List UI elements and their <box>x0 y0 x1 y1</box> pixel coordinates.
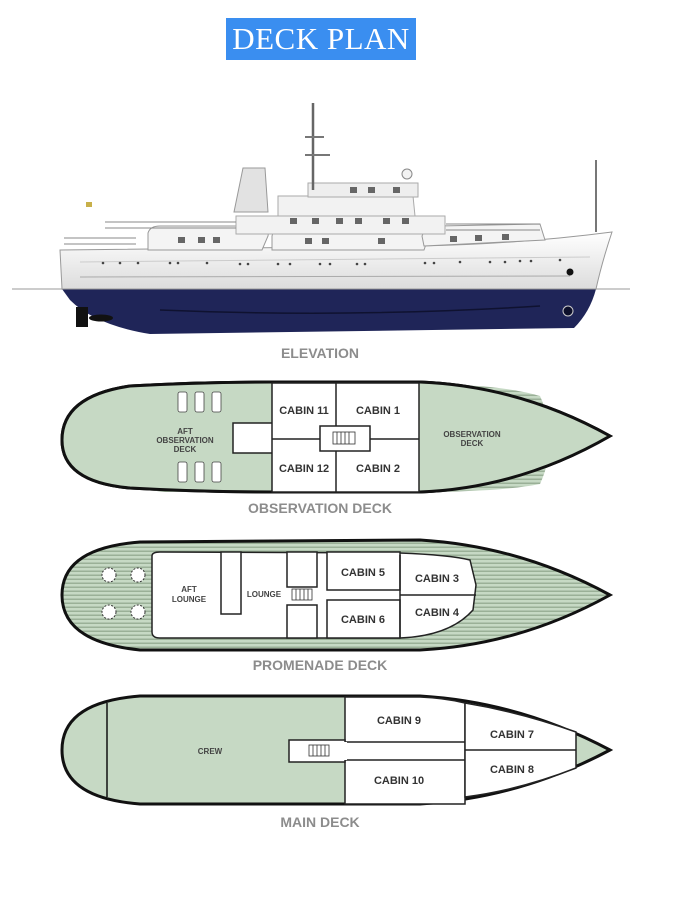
cabin-10: CABIN 10 <box>374 775 424 787</box>
observation-deck-caption: OBSERVATION DECK <box>248 500 392 516</box>
promenade-deck-caption: PROMENADE DECK <box>253 657 388 673</box>
promenade-deck-plan: AFT LOUNGE LOUNGE CABIN 5 CABIN 3 CABIN … <box>60 538 614 673</box>
ship-elevation: ELEVATION <box>12 103 630 361</box>
aft-observation-label-3: DECK <box>174 445 197 454</box>
cabin-5: CABIN 5 <box>341 567 385 579</box>
observation-deck-plan: AFT OBSERVATION DECK OBSERVATION DECK CA… <box>60 380 614 516</box>
cabin-1: CABIN 1 <box>356 405 400 417</box>
cabin-8: CABIN 8 <box>490 764 534 776</box>
lounge-label: LOUNGE <box>247 590 282 599</box>
main-deck-caption: MAIN DECK <box>280 814 359 830</box>
crew-label: CREW <box>198 747 223 756</box>
aft-observation-label-2: OBSERVATION <box>156 436 214 445</box>
cabin-7: CABIN 7 <box>490 729 534 741</box>
cabin-4: CABIN 4 <box>415 607 460 619</box>
cabin-11: CABIN 11 <box>279 405 329 417</box>
aft-observation-label-1: AFT <box>177 427 193 436</box>
fore-observation-label-1: OBSERVATION <box>443 430 501 439</box>
cabin-3: CABIN 3 <box>415 573 459 585</box>
elevation-caption: ELEVATION <box>281 345 359 361</box>
cabin-2: CABIN 2 <box>356 463 400 475</box>
aft-lounge-label-2: LOUNGE <box>172 595 207 604</box>
fore-observation-label-2: DECK <box>461 439 484 448</box>
page-title: DECK PLAN <box>226 18 416 60</box>
aft-lounge-label-1: AFT <box>181 585 197 594</box>
cabin-9: CABIN 9 <box>377 715 421 727</box>
main-deck-plan: CREW CABIN 9 CABIN 7 CABIN 10 CABIN 8 MA… <box>60 694 614 830</box>
cabin-12: CABIN 12 <box>279 463 329 475</box>
cabin-6: CABIN 6 <box>341 614 385 626</box>
